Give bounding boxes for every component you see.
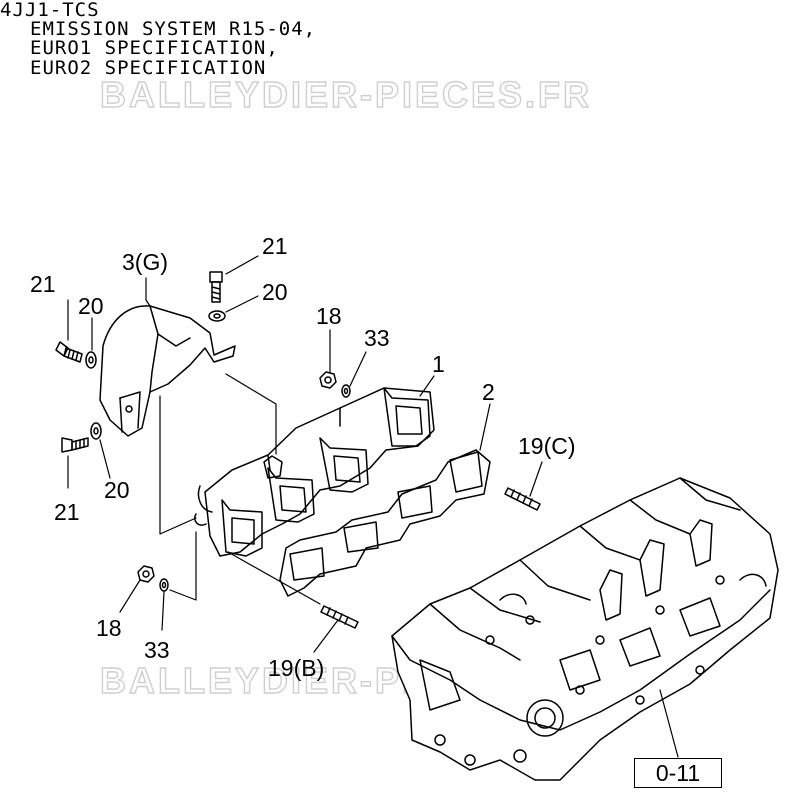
header-line-3: EURO2 SPECIFICATION [30,57,267,79]
callout-18-top: 18 [316,303,342,329]
washer-20-low [90,422,102,440]
assembly-guide-lines [159,373,321,605]
stud-19c [504,487,541,511]
washer-20-top [208,310,226,322]
watermark-top: BALLEYDIER-PIECES.FR [99,73,593,115]
callout-3g: 3(G) [122,249,168,275]
leader-lines [67,255,679,758]
callout-labels: 3(G) 21 20 21 20 18 33 1 2 19(C) 20 21 1… [30,233,576,681]
washer-20-left [85,351,97,369]
reference-label: 0-11 [655,760,701,786]
callout-20-left: 20 [78,293,104,319]
washer-33-top [341,384,351,398]
callout-19c: 19(C) [518,433,576,459]
heat-shield-part [99,305,236,437]
callout-20-top: 20 [262,279,288,305]
manifold-gasket-part [279,449,491,597]
callout-19b: 19(B) [268,655,324,681]
washer-33-low [159,578,169,592]
header-line-1: EMISSION SYSTEM R15-04, [30,18,317,40]
callout-18-low: 18 [96,615,122,641]
callout-2: 2 [482,379,495,405]
cylinder-head-part [391,477,779,781]
bolt-21-low [61,437,89,453]
bolt-21-top [209,271,223,303]
stud-19b [320,605,359,629]
callout-21-left: 21 [30,271,56,297]
header-line-2: EURO1 SPECIFICATION, [30,37,279,59]
callout-33-low: 33 [144,637,170,663]
reference-box: 0-11 [634,758,722,788]
callout-1: 1 [432,351,445,377]
callout-21-top: 21 [262,233,288,259]
header-model: 4JJ1-TCS [0,0,100,21]
callout-33-top: 33 [364,325,390,351]
exhaust-manifold-part [194,387,435,557]
bolt-21-left [55,341,83,363]
callout-20-low: 20 [104,477,130,503]
callout-21-low: 21 [54,499,80,525]
nut-18-top [319,371,337,389]
